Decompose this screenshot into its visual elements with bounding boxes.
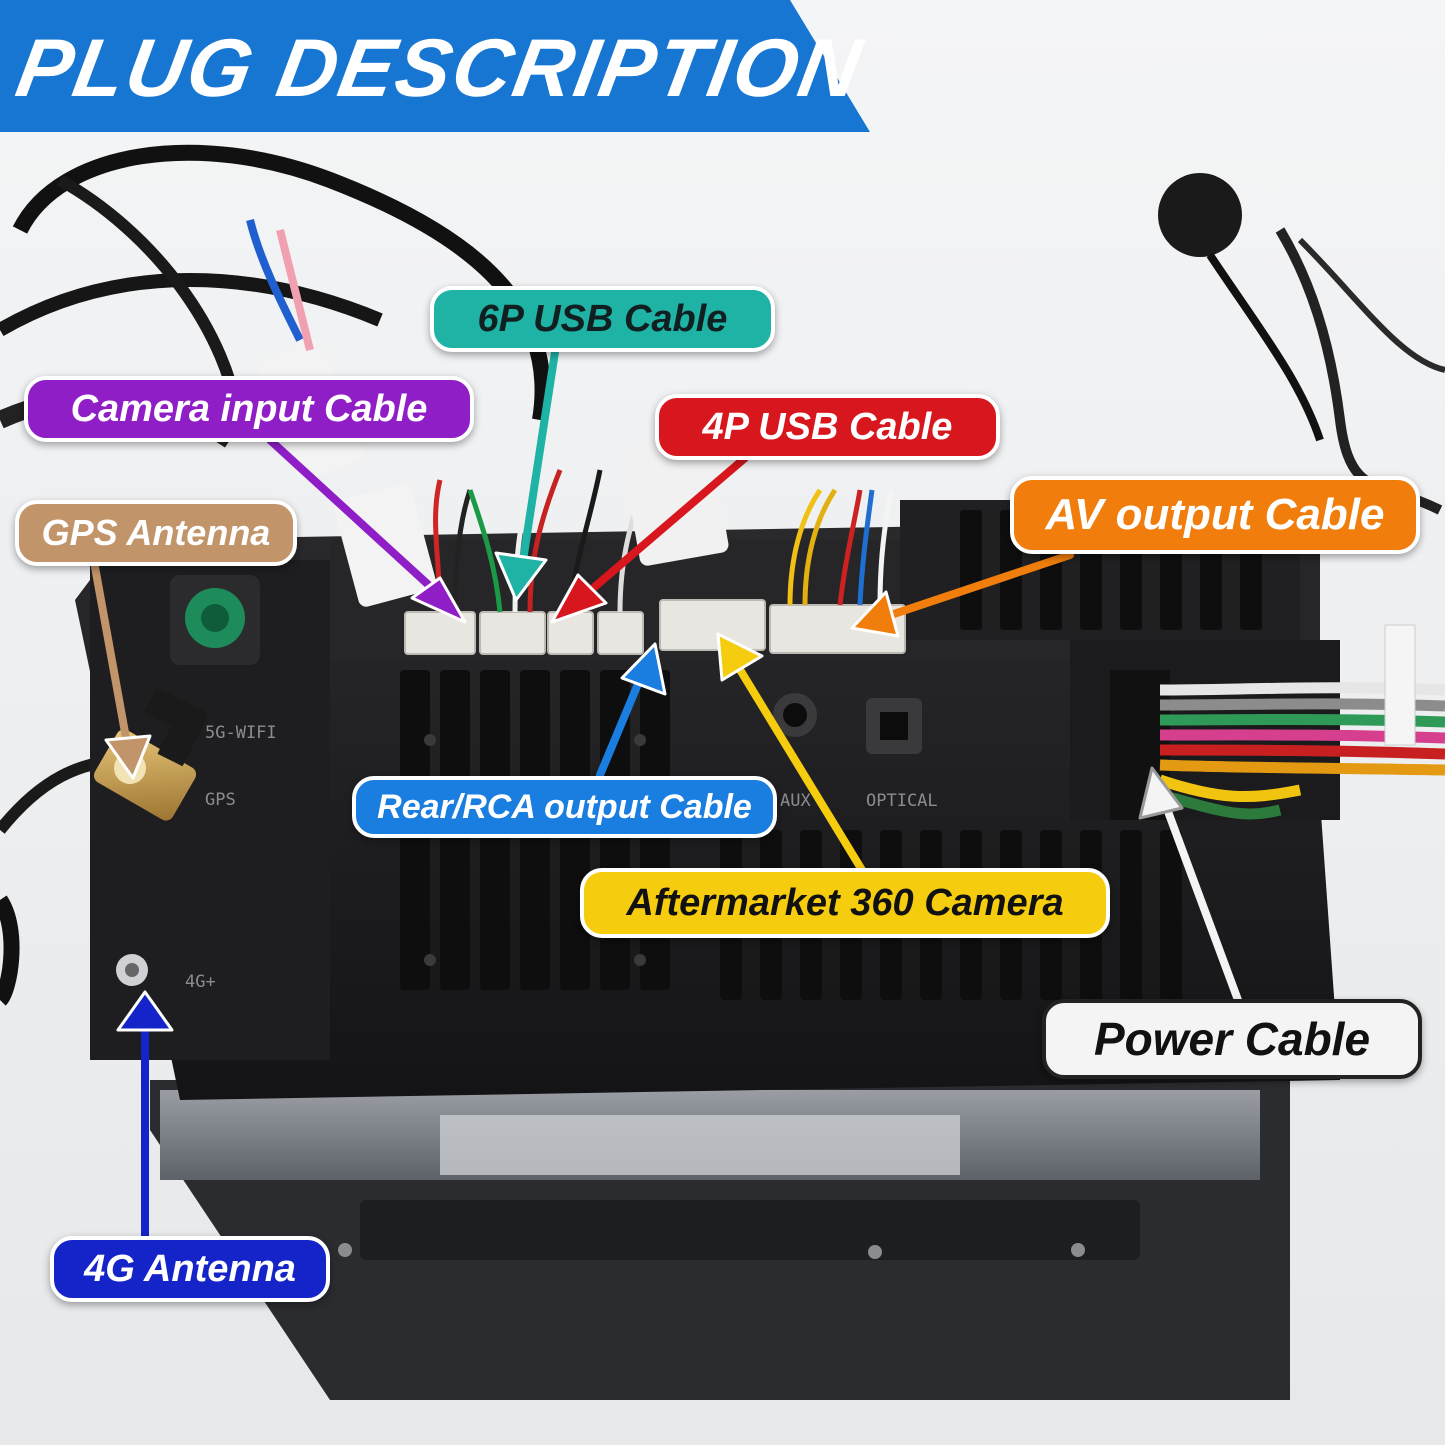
av-output-arrow: [866, 551, 1074, 626]
label-av-output-text: AV output Cable: [1045, 490, 1385, 539]
six-pin-usb-arrow: [516, 348, 559, 584]
camera-input-arrow: [266, 436, 449, 604]
page-title: PLUG DESCRIPTION: [10, 23, 870, 114]
four-pin-usb-arrow: [566, 454, 749, 612]
fourg-port-marking: 4G+: [185, 972, 216, 992]
label-gps-antenna-text: GPS Antenna: [41, 512, 271, 553]
label-av-output-cable: AV output Cable: [1010, 476, 1420, 554]
power-cable-arrow: [1156, 786, 1242, 1004]
label-gps-antenna: GPS Antenna: [15, 500, 297, 566]
microphone: [1158, 173, 1242, 257]
aftermarket-camera-arrow: [724, 646, 866, 874]
aux-port-marking: AUX: [780, 791, 811, 811]
label-camera-input-cable: Camera input Cable: [24, 376, 474, 442]
label-power-cable: Power Cable: [1042, 999, 1422, 1079]
label-four-pin-usb-cable: 4P USB Cable: [655, 394, 1000, 460]
label-fourg-antenna: 4G Antenna: [50, 1236, 330, 1302]
label-camera-input-text: Camera input Cable: [70, 388, 428, 430]
label-fourg-antenna-text: 4G Antenna: [84, 1248, 296, 1290]
label-aftermarket-camera-text: Aftermarket 360 Camera: [626, 882, 1064, 924]
label-four-pin-usb-text: 4P USB Cable: [702, 406, 953, 448]
title-banner: [0, 0, 870, 132]
label-power-cable-text: Power Cable: [1093, 1013, 1371, 1065]
gps-port-marking: GPS: [205, 790, 236, 810]
optical-port-marking: OPTICAL: [866, 791, 938, 811]
label-rear-rca-output-cable: Rear/RCA output Cable: [352, 776, 777, 838]
label-six-pin-usb-cable: 6P USB Cable: [430, 286, 775, 352]
label-rear-rca-output-text: Rear/RCA output Cable: [377, 788, 752, 826]
gps-antenna-arrow: [91, 563, 134, 764]
label-six-pin-usb-text: 6P USB Cable: [477, 298, 728, 340]
label-aftermarket-360-camera: Aftermarket 360 Camera: [580, 868, 1110, 938]
wifi-port-marking: 5G-WIFI: [205, 723, 277, 743]
